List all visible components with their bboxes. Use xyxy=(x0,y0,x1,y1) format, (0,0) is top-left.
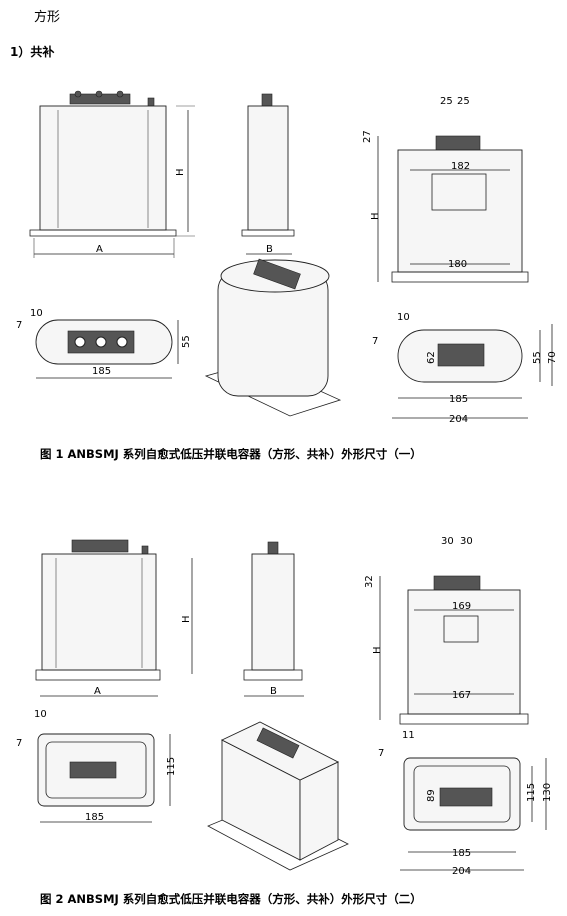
fig1-iso-view xyxy=(204,258,342,417)
fig1-front-h: H xyxy=(175,168,186,176)
fig1-rt-62: 62 xyxy=(426,351,437,364)
fig1-top-10: 10 xyxy=(30,308,43,319)
fig1-top-view: 10 7 55 185 xyxy=(16,308,192,379)
fig1-top-55: 55 xyxy=(181,335,192,348)
fig1-rt-204: 204 xyxy=(449,414,468,425)
fig2-top-view: 10 7 115 185 xyxy=(16,709,177,823)
fig2-rt-185: 185 xyxy=(452,848,471,859)
fig2-rf-167: 167 xyxy=(452,690,471,701)
figure-2-drawings: H A B 10 7 115 185 30 30 xyxy=(16,536,553,877)
fig2-rf-32: 32 xyxy=(364,575,375,588)
fig1-rf-25a: 25 xyxy=(440,96,453,107)
fig2-rf-30a: 30 xyxy=(441,536,454,547)
fig1-front-view: H A xyxy=(29,90,195,258)
fig1-rt-10: 10 xyxy=(397,312,410,323)
fig2-rf-169: 169 xyxy=(452,601,471,612)
fig2-top-7: 7 xyxy=(16,738,22,749)
fig2-front-h: H xyxy=(181,615,192,623)
fig2-iso-view xyxy=(207,721,349,871)
fig1-rt-70: 70 xyxy=(547,351,558,364)
fig2-front-a: A xyxy=(94,686,101,697)
fig2-side-b: B xyxy=(270,686,277,697)
fig1-rt-185: 185 xyxy=(449,394,468,405)
fig2-right-front-view: 30 30 32 169 H 167 xyxy=(364,536,529,725)
fig2-right-top-view: 11 7 89 115 130 185 204 xyxy=(378,730,553,877)
fig2-top-185: 185 xyxy=(85,812,104,823)
fig1-front-a: A xyxy=(96,244,103,255)
fig1-rf-h: H xyxy=(370,212,381,220)
fig1-rf-180: 180 xyxy=(448,259,467,270)
fig1-right-top-view: 10 7 62 55 70 185 204 xyxy=(372,312,558,425)
fig1-rf-182: 182 xyxy=(451,161,470,172)
fig1-side-view: B xyxy=(241,93,295,255)
fig1-side-b: B xyxy=(266,244,273,255)
fig2-rt-7: 7 xyxy=(378,748,384,759)
fig2-top-115: 115 xyxy=(166,757,177,776)
fig1-right-front-view: 25 25 27 182 H 180 xyxy=(362,96,529,283)
fig2-rf-h: H xyxy=(372,646,383,654)
section-heading: 方形 xyxy=(34,10,61,25)
fig2-top-10: 10 xyxy=(34,709,47,720)
fig2-rt-115: 115 xyxy=(526,783,537,802)
figure-1-caption: 图 1 ANBSMJ 系列自愈式低压并联电容器（方形、共补）外形尺寸（一） xyxy=(40,447,422,461)
fig2-rt-204: 204 xyxy=(452,866,471,877)
fig2-rt-11: 11 xyxy=(402,730,415,741)
fig1-top-7: 7 xyxy=(16,320,22,331)
figure-2-caption: 图 2 ANBSMJ 系列自愈式低压并联电容器（方形、共补）外形尺寸（二） xyxy=(40,892,422,906)
figure-1-drawings: H A B 10 7 55 185 25 25 27 xyxy=(16,90,558,425)
subsection-heading: 1）共补 xyxy=(10,45,55,59)
fig1-rf-25b: 25 xyxy=(457,96,470,107)
fig2-front-view: H A xyxy=(35,539,193,697)
fig1-top-185: 185 xyxy=(92,366,111,377)
fig1-rf-27: 27 xyxy=(362,130,373,143)
fig1-rt-7: 7 xyxy=(372,336,378,347)
fig2-side-view: B xyxy=(243,541,304,697)
fig1-rt-55: 55 xyxy=(532,351,543,364)
fig2-rf-30b: 30 xyxy=(460,536,473,547)
fig2-rt-89: 89 xyxy=(426,789,437,802)
fig2-rt-130: 130 xyxy=(542,783,553,802)
